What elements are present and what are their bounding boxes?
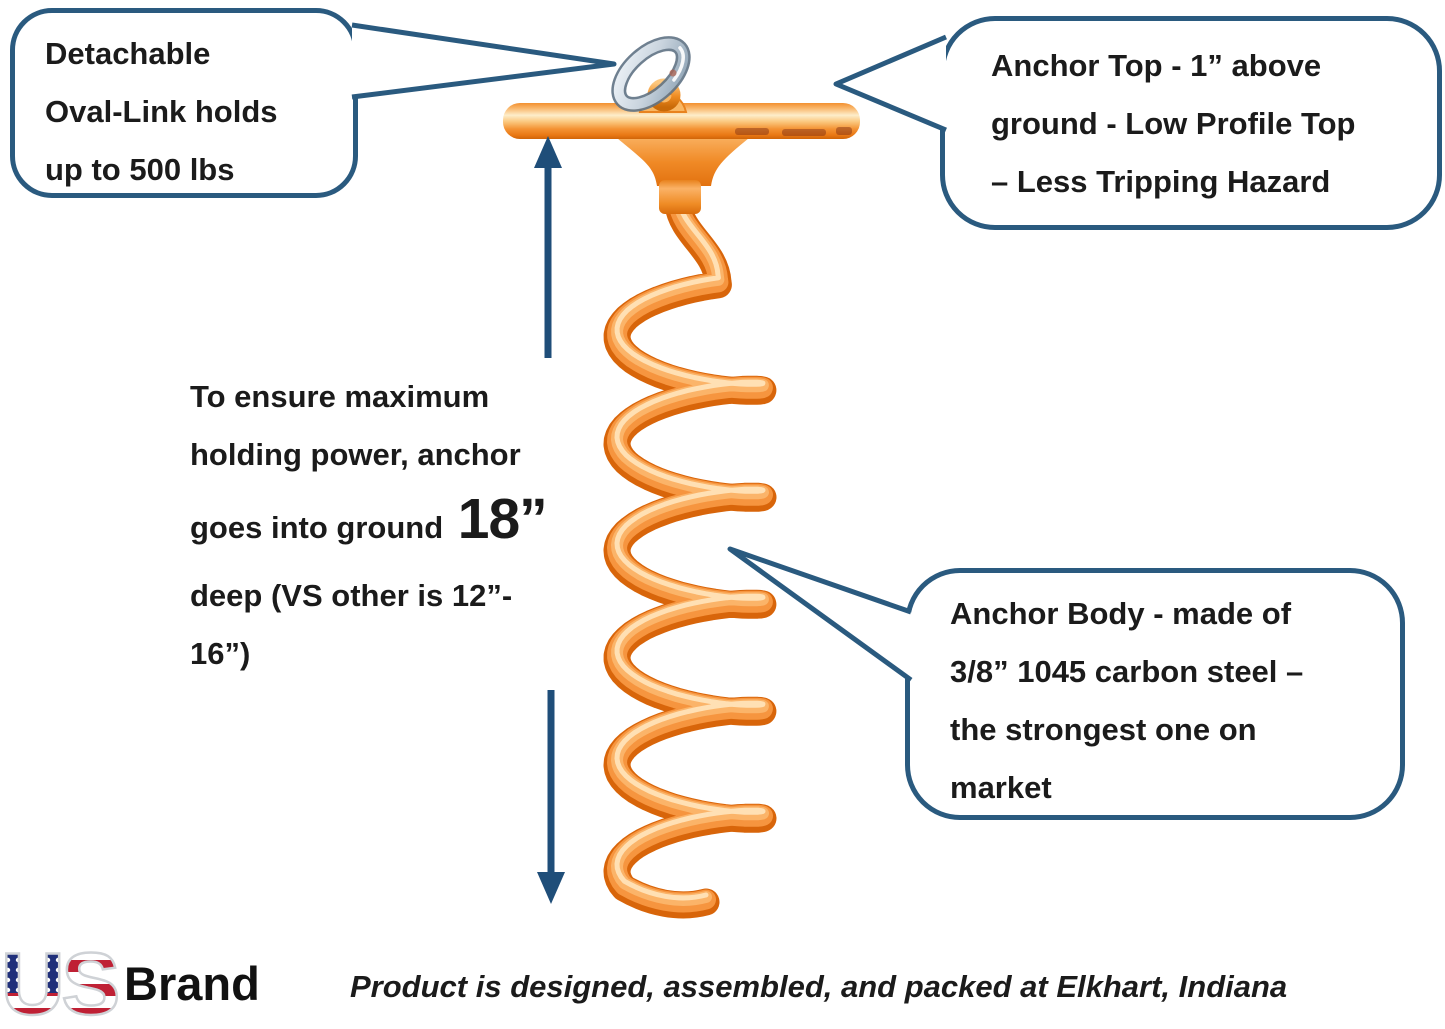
callout-tail-oval-link bbox=[351, 22, 617, 100]
depth-note-line: 16”) bbox=[190, 636, 251, 671]
callout-line: the strongest one on bbox=[950, 712, 1257, 747]
callout-tail-anchor-body bbox=[727, 546, 913, 683]
callout-line: Anchor Top - 1” above bbox=[991, 48, 1322, 83]
depth-arrow-up-icon bbox=[534, 136, 562, 358]
callout-anchor-body: Anchor Body - made of 3/8” 1045 carbon s… bbox=[905, 568, 1405, 820]
depth-note-line: deep (VS other is 12”- bbox=[190, 578, 513, 613]
us-flag-logo: US US bbox=[4, 936, 122, 1029]
callout-line: ground - Low Profile Top bbox=[991, 106, 1356, 141]
callout-line: market bbox=[950, 770, 1052, 805]
callout-line: up to 500 lbs bbox=[45, 152, 235, 187]
oval-link-icon bbox=[611, 36, 691, 113]
footer: US US Brand Product is designed, bbox=[0, 936, 1445, 1029]
depth-value: 18” bbox=[457, 487, 548, 551]
callout-line: Anchor Body - made of bbox=[950, 596, 1292, 631]
anchor-t-handle bbox=[503, 103, 860, 214]
depth-note: To ensure maximum holding power, anchor … bbox=[190, 368, 620, 683]
depth-arrow-down-icon bbox=[537, 690, 565, 904]
bar-print-marks bbox=[735, 127, 852, 136]
callout-anchor-top: Anchor Top - 1” above ground - Low Profi… bbox=[940, 16, 1442, 230]
us-flag-text-outline: US bbox=[4, 936, 118, 1029]
callout-line: 3/8” 1045 carbon steel – bbox=[950, 654, 1304, 689]
callout-tail-anchor-top bbox=[833, 34, 947, 133]
depth-note-line: goes into ground 18” bbox=[190, 487, 548, 551]
callout-oval-link: Detachable Oval-Link holds up to 500 lbs bbox=[10, 8, 358, 198]
callout-line: Detachable bbox=[45, 36, 211, 71]
brand-name: Brand bbox=[124, 957, 260, 1010]
callout-line: – Less Tripping Hazard bbox=[991, 164, 1331, 199]
footer-tagline: Product is designed, assembled, and pack… bbox=[350, 969, 1288, 1004]
depth-note-line: holding power, anchor bbox=[190, 437, 521, 472]
anchor-spiral bbox=[603, 191, 777, 919]
callout-line: Oval-Link holds bbox=[45, 94, 278, 129]
depth-note-line: To ensure maximum bbox=[190, 379, 490, 414]
